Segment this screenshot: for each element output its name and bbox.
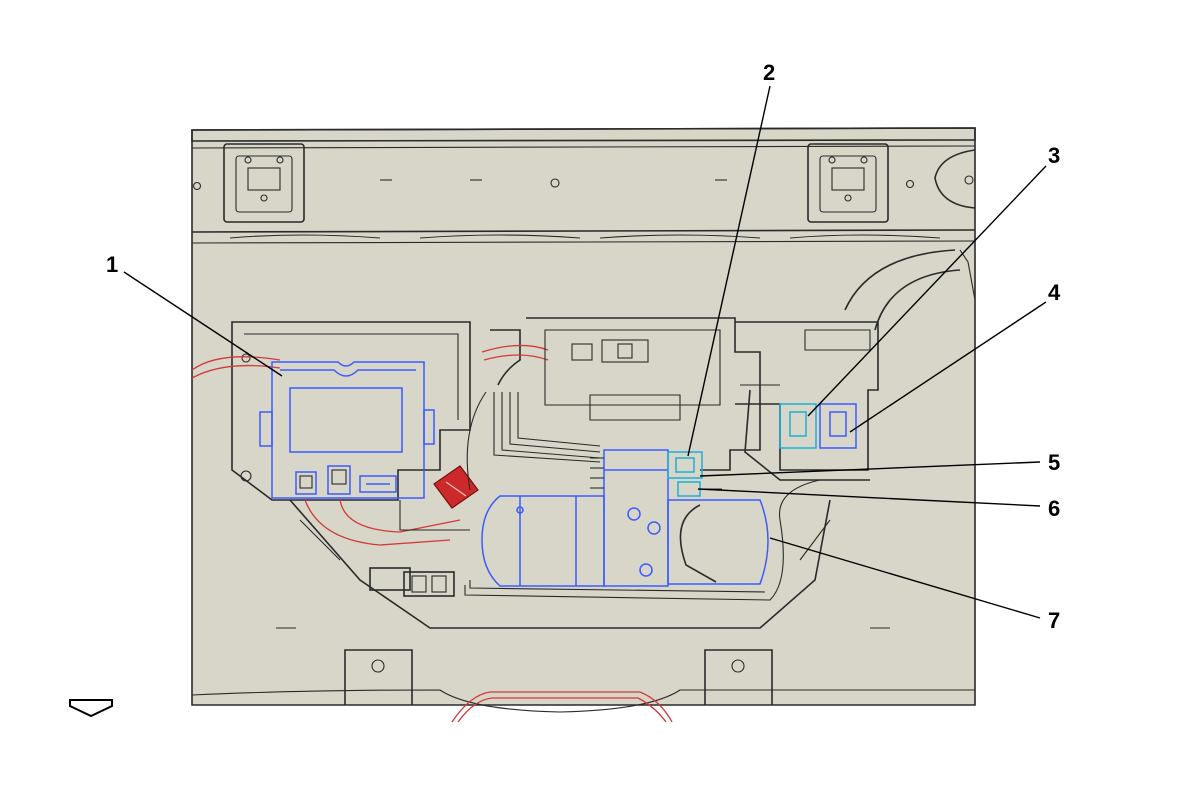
callout-7-label: 7 — [1048, 608, 1060, 633]
lower-connector — [369, 567, 455, 597]
wire-harness-left — [191, 356, 461, 546]
leader-1 — [123, 271, 283, 377]
callout-2-label: 2 — [763, 60, 775, 85]
center-tray — [526, 317, 761, 471]
direction-arrow-icon — [69, 699, 113, 718]
callout-4-label: 4 — [1048, 280, 1061, 305]
relay-3 — [779, 403, 817, 449]
callout-6-label: 6 — [1048, 496, 1060, 521]
pump-motor — [481, 495, 605, 587]
callout-leaders — [123, 85, 1047, 619]
bracket-right — [807, 143, 889, 223]
pump-valve-block — [590, 449, 669, 587]
leader-2 — [687, 85, 771, 457]
module-connectors — [299, 469, 347, 489]
wire-harness-lower — [464, 389, 870, 601]
leader-7 — [769, 537, 1041, 619]
pressure-reservoir — [667, 499, 769, 585]
wire-harness-bottom — [451, 691, 673, 723]
leader-5 — [699, 461, 1041, 477]
leader-3 — [807, 165, 1047, 417]
leader-4 — [849, 301, 1047, 433]
callout-5-label: 5 — [1048, 450, 1060, 475]
fuse-holder — [433, 465, 479, 509]
bottom-bracket-right — [704, 649, 773, 705]
callout-1-label: 1 — [106, 252, 118, 277]
wire-harness-center — [399, 329, 601, 531]
relay-4 — [819, 403, 857, 449]
body-panel — [191, 127, 976, 706]
round-boss — [934, 149, 976, 209]
control-module — [259, 361, 435, 499]
callout-3-label: 3 — [1048, 143, 1060, 168]
module-1-mount — [231, 321, 471, 501]
bracket-left — [223, 143, 305, 223]
leader-6 — [697, 488, 1041, 507]
lower-tray — [289, 499, 831, 629]
bottom-bracket-left — [344, 649, 413, 705]
connector-5 — [667, 451, 703, 479]
